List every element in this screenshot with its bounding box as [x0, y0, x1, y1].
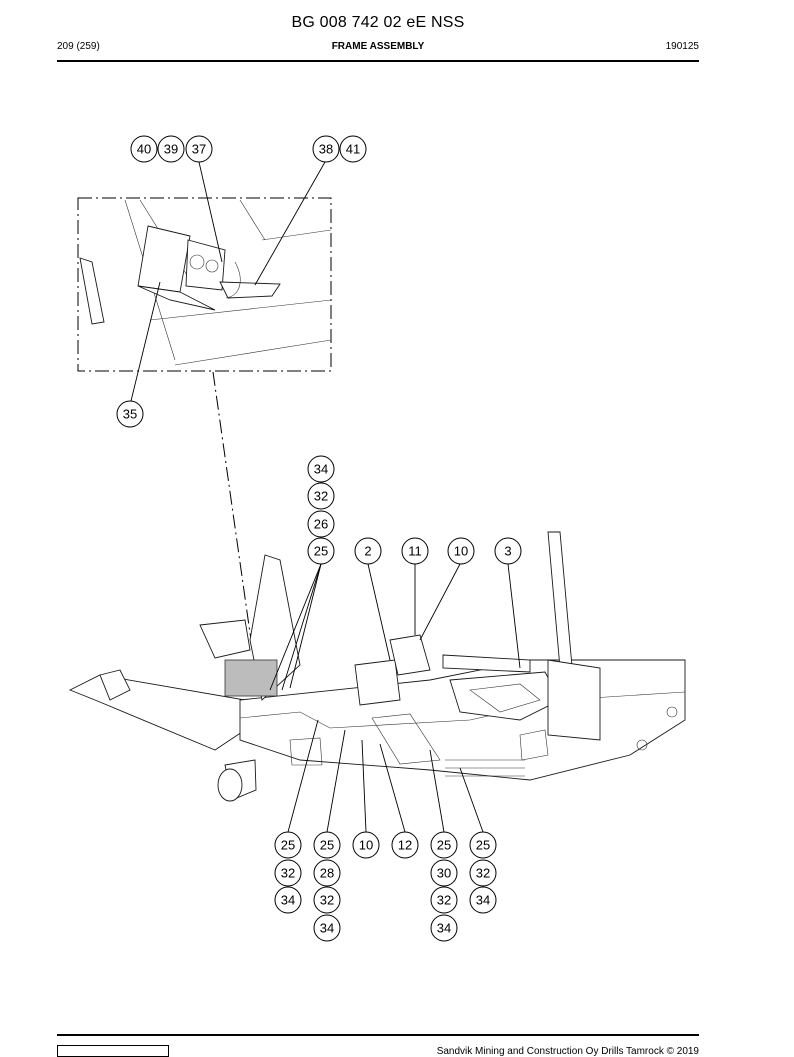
svg-text:2: 2 [364, 544, 371, 559]
callout-34: 34 [307, 455, 335, 483]
callout-34: 34 [313, 914, 341, 942]
copyright-text: Sandvik Mining and Construction Oy Drill… [436, 1046, 699, 1057]
callout-34: 34 [469, 886, 497, 914]
svg-text:26: 26 [314, 517, 328, 532]
callout-32: 32 [313, 886, 341, 914]
callout-34: 34 [430, 914, 458, 942]
callout-38: 38 [312, 135, 340, 163]
callout-32: 32 [469, 859, 497, 887]
callout-10: 10 [352, 831, 380, 859]
main-frame [68, 531, 686, 802]
callout-26: 26 [307, 510, 335, 538]
page-number: 209 (259) [57, 41, 100, 52]
callout-30: 30 [430, 859, 458, 887]
svg-text:25: 25 [314, 544, 328, 559]
sandvik-logo [57, 1045, 169, 1057]
callout-10: 10 [447, 537, 475, 565]
callout-32: 32 [307, 482, 335, 510]
svg-text:39: 39 [164, 142, 178, 157]
date-code: 190125 [665, 41, 699, 52]
callout-34: 34 [274, 886, 302, 914]
header-rule [57, 60, 699, 62]
callout-40: 40 [130, 135, 158, 163]
svg-text:41: 41 [346, 142, 360, 157]
callout-41: 41 [339, 135, 367, 163]
callout-25: 25 [307, 537, 335, 565]
callout-11: 11 [401, 537, 429, 565]
document-id: BG 008 742 02 eE NSS [291, 14, 465, 31]
svg-text:25: 25 [476, 838, 490, 853]
callout-25: 25 [313, 831, 341, 859]
svg-text:34: 34 [281, 893, 295, 908]
svg-text:12: 12 [398, 838, 412, 853]
callout-25: 25 [430, 831, 458, 859]
svg-text:40: 40 [137, 142, 151, 157]
callout-2: 2 [354, 537, 382, 565]
callout-32: 32 [274, 859, 302, 887]
svg-text:25: 25 [281, 838, 295, 853]
svg-text:30: 30 [437, 866, 451, 881]
callout-12: 12 [391, 831, 419, 859]
svg-text:3: 3 [504, 544, 511, 559]
svg-text:10: 10 [359, 838, 373, 853]
svg-text:38: 38 [319, 142, 333, 157]
section-title: FRAME ASSEMBLY [331, 41, 425, 52]
detail-view [77, 197, 332, 641]
callout-28: 28 [313, 859, 341, 887]
callout-39: 39 [157, 135, 185, 163]
svg-text:11: 11 [408, 544, 422, 559]
svg-text:37: 37 [192, 142, 206, 157]
callout-25: 25 [274, 831, 302, 859]
callout-37: 37 [185, 135, 213, 163]
footer-rule [57, 1034, 699, 1036]
callout-3: 3 [494, 537, 522, 565]
svg-text:34: 34 [476, 893, 490, 908]
svg-text:34: 34 [437, 921, 451, 936]
callout-32: 32 [430, 886, 458, 914]
svg-text:34: 34 [320, 921, 334, 936]
svg-text:34: 34 [314, 462, 328, 477]
svg-text:25: 25 [437, 838, 451, 853]
svg-text:32: 32 [437, 893, 451, 908]
callout-35: 35 [116, 400, 144, 428]
svg-text:32: 32 [320, 893, 334, 908]
callout-25: 25 [469, 831, 497, 859]
svg-text:25: 25 [320, 838, 334, 853]
svg-text:32: 32 [476, 866, 490, 881]
svg-text:10: 10 [454, 544, 468, 559]
svg-text:35: 35 [123, 407, 137, 422]
svg-text:28: 28 [320, 866, 334, 881]
svg-text:32: 32 [281, 866, 295, 881]
leader-lines [130, 161, 521, 833]
svg-text:32: 32 [314, 489, 328, 504]
